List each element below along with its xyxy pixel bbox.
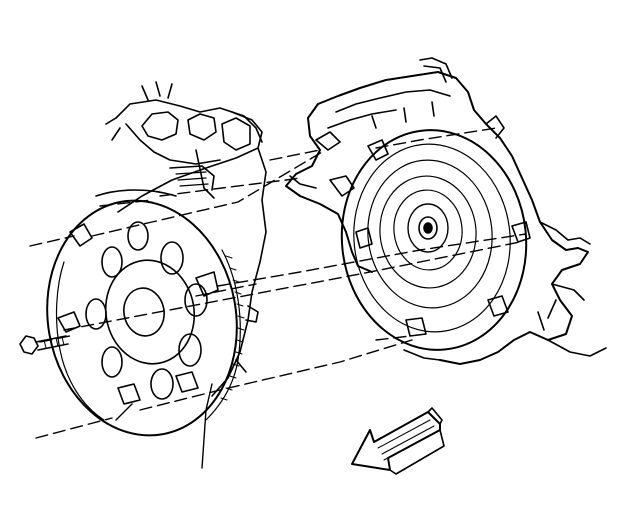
alignment-lines bbox=[29, 127, 527, 439]
torque-converter bbox=[340, 129, 531, 351]
direction-arrow bbox=[351, 407, 445, 475]
flexplate bbox=[46, 189, 245, 437]
engine-block bbox=[105, 81, 267, 397]
leader-lines bbox=[115, 383, 213, 469]
bolt bbox=[19, 335, 69, 355]
transmission-housing bbox=[285, 57, 607, 365]
